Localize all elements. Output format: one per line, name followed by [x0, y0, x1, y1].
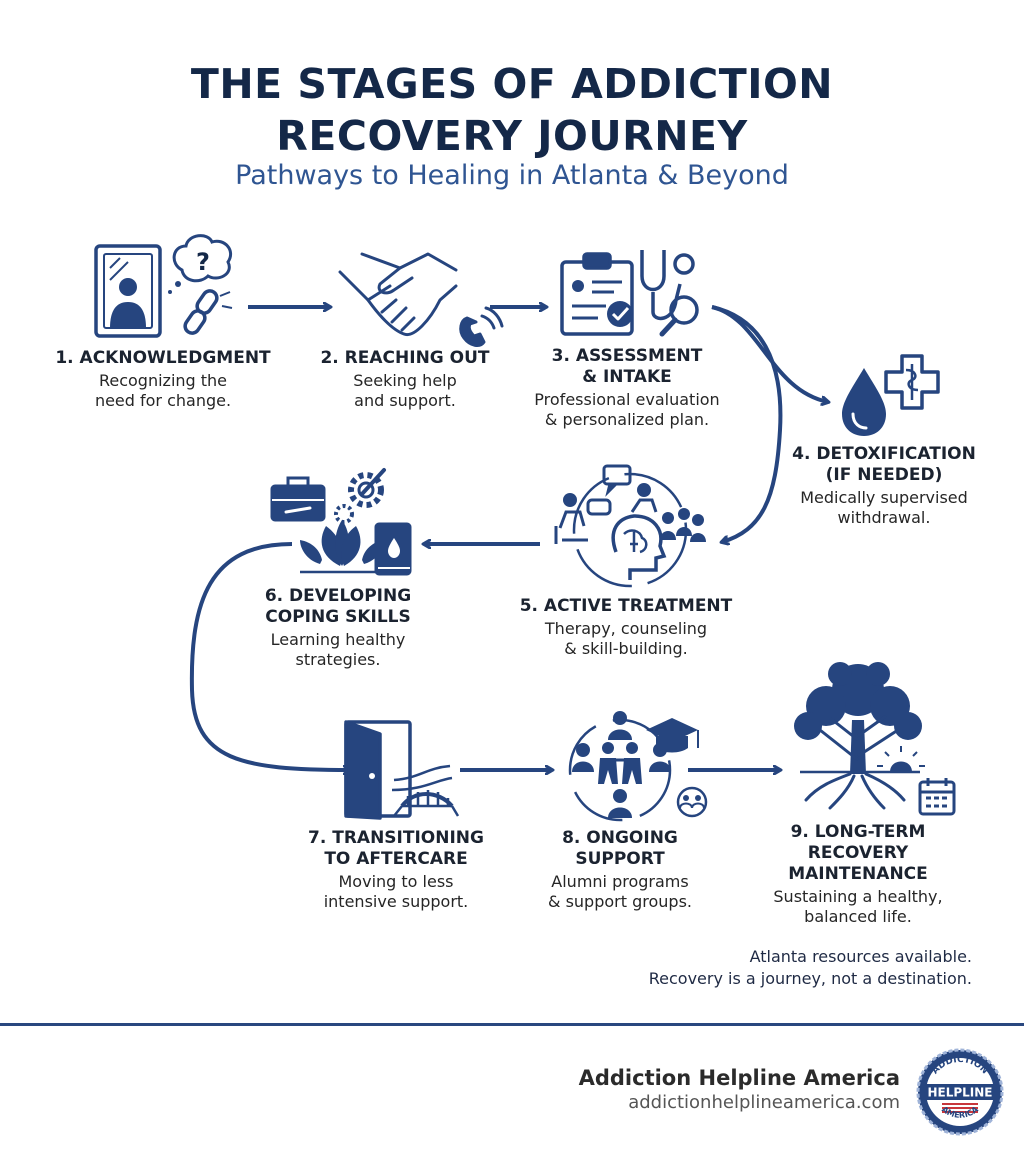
stage-9-title-1: 9. LONG-TERM [790, 822, 926, 842]
stage-3-desc-1: Professional evaluation [534, 390, 720, 409]
stage-4-title-1: 4. DETOXIFICATION [792, 444, 976, 464]
resources-note-line-2: Recovery is a journey, not a destination… [648, 969, 972, 988]
stage-2-desc-1: Seeking help [353, 371, 457, 390]
stage-9-maintenance: 9. LONG-TERM RECOVERY MAINTENANCE Sustai… [762, 822, 954, 927]
stage-9-desc-2: balanced life. [804, 907, 912, 926]
stage-4-title-2: (IF NEEDED) [825, 465, 943, 485]
stage-6-coping-skills: 6. DEVELOPING COPING SKILLS Learning hea… [240, 586, 436, 670]
stage-8-desc-1: Alumni programs [551, 872, 689, 891]
title-line-1: THE STAGES OF ADDICTION [190, 60, 834, 108]
stage-9-title-2: RECOVERY [807, 843, 909, 863]
helpline-seal-logo: ADDICTION HELPLINE AMERICA [916, 1048, 1004, 1136]
stage-5-desc-1: Therapy, counseling [544, 619, 708, 638]
stage-7-title-2: TO AFTERCARE [324, 849, 468, 869]
stage-8-ongoing-support: 8. ONGOING SUPPORT Alumni programs & sup… [530, 828, 710, 912]
footer-brand: Addiction Helpline America addictionhelp… [579, 1066, 900, 1113]
stage-6-title-1: 6. DEVELOPING [264, 586, 412, 606]
stage-1-desc-1: Recognizing the [98, 371, 228, 390]
stage-2-reaching-out: 2. REACHING OUT Seeking help and support… [300, 348, 510, 411]
toolbox-lotus-icon [270, 468, 412, 576]
stage-1-desc-2: need for change. [94, 391, 232, 410]
stage-6-title-2: COPING SKILLS [265, 607, 411, 627]
mirror-person-question-icon: ? [94, 234, 233, 338]
stage-8-desc-2: & support groups. [548, 892, 692, 911]
stage-4-desc-2: withdrawal. [837, 508, 931, 527]
drop-medical-cross-icon [842, 354, 940, 436]
handshake-phone-icon [338, 252, 504, 347]
stage-8-title-2: SUPPORT [575, 849, 665, 869]
therapy-brain-icon [554, 464, 706, 588]
stage-2-title: 2. REACHING OUT [320, 348, 490, 368]
resources-note: Atlanta resources available. Recovery is… [649, 946, 972, 990]
stage-5-active-treatment: 5. ACTIVE TREATMENT Therapy, counseling … [510, 596, 742, 659]
stage-9-desc-1: Sustaining a healthy, [773, 887, 943, 906]
footer-divider [0, 1023, 1024, 1026]
page-subtitle: Pathways to Healing in Atlanta & Beyond [235, 160, 789, 191]
stage-8-title-1: 8. ONGOING [562, 828, 678, 848]
stage-1-acknowledgment: 1. ACKNOWLEDGMENT Recognizing the need f… [38, 348, 288, 411]
stage-7-aftercare: 7. TRANSITIONING TO AFTERCARE Moving to … [296, 828, 496, 912]
stage-9-title-3: MAINTENANCE [788, 864, 928, 884]
stage-7-desc-2: intensive support. [323, 892, 469, 911]
community-graduation-icon [568, 711, 708, 822]
resources-note-line-1: Atlanta resources available. [749, 947, 972, 966]
stage-2-desc-2: and support. [354, 391, 456, 410]
stage-3-title-1: 3. ASSESSMENT [551, 346, 703, 366]
stage-5-desc-2: & skill-building. [564, 639, 688, 658]
arrow-4-to-5 [711, 305, 783, 542]
stage-7-title-1: 7. TRANSITIONING [308, 828, 484, 848]
arrow-6-to-7 [189, 542, 350, 770]
stage-3-desc-2: & personalized plan. [544, 410, 710, 429]
stage-6-desc-1: Learning healthy [270, 630, 406, 649]
stage-1-title: 1. ACKNOWLEDGMENT [55, 348, 271, 368]
stage-4-detoxification: 4. DETOXIFICATION (IF NEEDED) Medically … [786, 444, 982, 528]
stage-7-desc-1: Moving to less [338, 872, 454, 891]
page-title: THE STAGES OF ADDICTION RECOVERY JOURNEY [0, 58, 1024, 162]
stage-5-title: 5. ACTIVE TREATMENT [519, 596, 733, 616]
stage-3-assessment: 3. ASSESSMENT & INTAKE Professional eval… [516, 346, 738, 430]
brand-url[interactable]: addictionhelplineamerica.com [628, 1092, 900, 1113]
stage-3-title-2: & INTAKE [582, 367, 672, 387]
svg-text:?: ? [196, 248, 210, 276]
stage-4-desc-1: Medically supervised [800, 488, 968, 507]
tree-sun-calendar-icon [794, 662, 956, 816]
brand-name: Addiction Helpline America [578, 1066, 900, 1090]
title-line-2: RECOVERY JOURNEY [276, 112, 748, 160]
clipboard-stethoscope-icon [560, 250, 699, 337]
seal-mid-text: HELPLINE [927, 1086, 992, 1100]
door-bridge-icon [344, 720, 460, 820]
stage-6-desc-2: strategies. [295, 650, 381, 669]
